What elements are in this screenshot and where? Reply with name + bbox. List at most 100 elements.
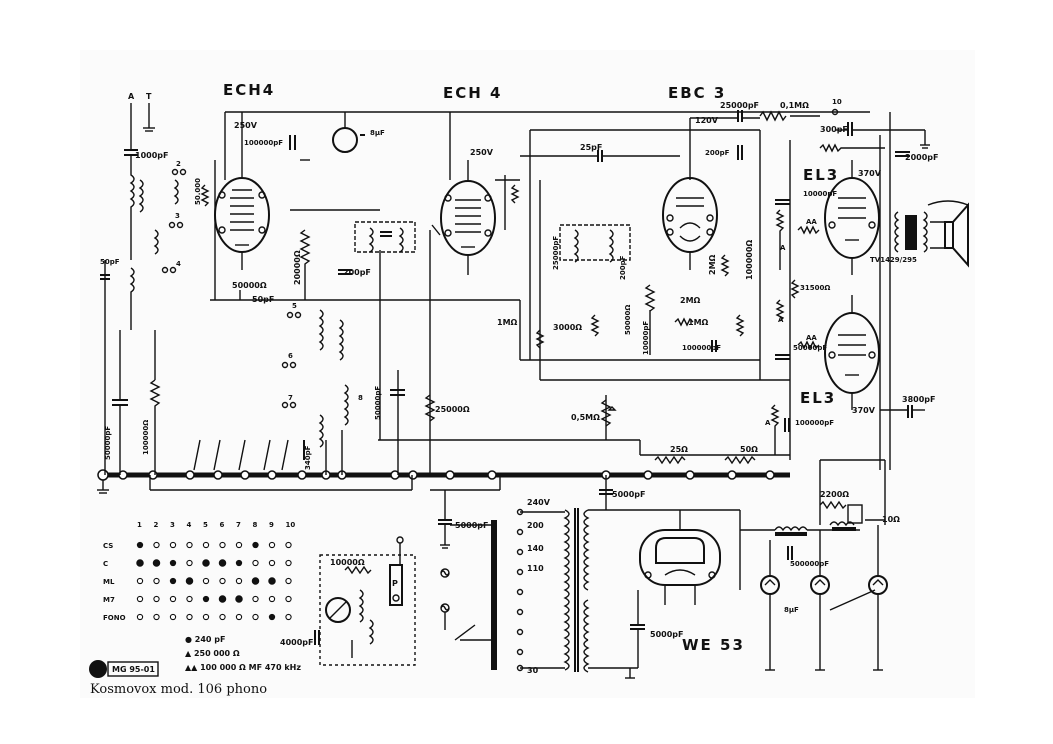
- tube-label-el3-bottom: EL3: [800, 389, 836, 407]
- switch-contact-marker: [202, 577, 210, 585]
- tube-label-el3-top: EL3: [803, 166, 839, 184]
- c-340pf-label: 340pF: [304, 445, 312, 470]
- tube-el3-bottom: AA 50000pF A A 100000pF 370V 3800pF: [765, 295, 935, 455]
- r-100000-label: 100000Ω: [745, 240, 754, 280]
- switch-contact-marker: [252, 595, 259, 603]
- switch-row-fono: FONO: [103, 614, 126, 622]
- c-10000pf-label: 10000pF: [803, 190, 837, 198]
- tube-ech4-2: 250V 25000Ω 50000pF 25pF: [374, 143, 680, 475]
- switch-column-9: 9: [269, 521, 274, 529]
- c-50000pf-label: 50000pF: [793, 344, 827, 352]
- switch-contact-marker: [202, 541, 210, 549]
- switch-contact-marker: [202, 595, 210, 603]
- switch-contact-marker: [285, 577, 292, 585]
- tap-240v-label: 240V: [527, 498, 551, 507]
- switch-contact-marker: [285, 541, 292, 549]
- switch-column-8: 8: [253, 521, 258, 529]
- svg-text:25000pF: 25000pF: [552, 236, 560, 270]
- switch-contact-marker: [136, 559, 144, 567]
- c-100000pf-el3-label: 100000pF: [795, 419, 834, 427]
- switch-column-10: 10: [286, 521, 296, 529]
- svg-text:A: A: [778, 316, 784, 324]
- switch-contact-marker: [186, 613, 193, 621]
- switch-contact-marker: [202, 613, 210, 621]
- switch-column-7: 7: [236, 521, 241, 529]
- switch-row-c: C: [103, 560, 108, 568]
- switch-contact-marker: [252, 541, 259, 549]
- r-10-label: 10Ω: [882, 515, 900, 524]
- c-2000pf-label: 2000pF: [905, 153, 938, 162]
- svg-text:6: 6: [288, 352, 293, 360]
- tap-140-label: 140: [527, 544, 544, 553]
- c-8uf-label: 8µF: [784, 606, 799, 614]
- switch-contact-marker: [153, 577, 160, 585]
- r-100000-left-label: 100000Ω: [142, 420, 150, 455]
- v-370v-bottom-label: 370V: [852, 406, 876, 415]
- svg-text:I: I: [92, 664, 96, 677]
- legend-item-3: ▲▲ 100 000 Ω MF 470 kHz: [185, 663, 301, 672]
- switch-contact-marker: [186, 541, 193, 549]
- r-25000-label: 25000Ω: [435, 405, 470, 414]
- svg-text:10: 10: [832, 98, 842, 106]
- antenna-input: A T 1000pF 50pF 50000pF 100000Ω: [100, 92, 168, 475]
- antenna-terminal-label: A: [128, 92, 135, 101]
- tube-label-ebc3: EBC 3: [668, 84, 726, 102]
- v-370v-top-label: 370V: [858, 169, 882, 178]
- bias-resistors: 25Ω 50Ω: [654, 445, 758, 465]
- switch-column-1: 1: [137, 521, 142, 529]
- switch-column-6: 6: [220, 521, 225, 529]
- c-8uf-top-label: 8µF: [370, 129, 385, 137]
- band-switch-contacts: 2 3 4 5 6 7 8 340pF: [153, 160, 363, 475]
- c-10000pf-mid-label: 10000pF: [642, 321, 650, 355]
- svg-text:A: A: [765, 419, 771, 427]
- svg-text:8: 8: [358, 394, 363, 402]
- switch-p-label: P: [392, 579, 398, 588]
- c-50pf-mid-label: 50pF: [252, 295, 274, 304]
- c-200pf-label: 200pF: [343, 268, 371, 277]
- svg-text:7: 7: [288, 394, 293, 402]
- r-50k-label: 50000Ω: [232, 281, 267, 290]
- svg-text:A: A: [780, 244, 786, 252]
- c-25pf-label: 25pF: [580, 143, 602, 152]
- tube-we53: [639, 510, 721, 605]
- c-3800pf-label: 3800pF: [902, 395, 935, 404]
- switch-contact-marker: [153, 613, 160, 621]
- c-100000pf-top-label: 100000pF: [244, 139, 283, 147]
- legend: ● 240 pF ▲ 250 000 Ω ▲▲ 100 000 Ω MF 470…: [185, 635, 301, 672]
- v-120v-label: 120V: [695, 116, 719, 125]
- switch-contact-marker: [202, 559, 210, 567]
- switch-column-2: 2: [154, 521, 159, 529]
- ground-bus: [97, 469, 790, 494]
- r-2m-b-label: 2MΩ: [708, 254, 717, 275]
- c-50000pf-v-label: 50000pF: [374, 386, 382, 420]
- c-4000pf-label: 4000pF: [280, 638, 313, 647]
- switch-contact-marker: [136, 541, 144, 549]
- c-25000pf-label: 25000pF: [720, 101, 759, 110]
- c-5000pf-bottom-label: 5000pF: [650, 630, 683, 639]
- svg-text:50.000: 50.000: [194, 178, 202, 205]
- svg-text:2: 2: [176, 160, 181, 168]
- v-250v-1-label: 250V: [234, 121, 258, 130]
- switch-contact-marker: [235, 595, 243, 603]
- switch-contact-marker: [186, 595, 193, 603]
- if-transformer-1: [354, 221, 416, 253]
- r-2200-label: 2200Ω: [820, 490, 849, 499]
- earth-terminal-label: T: [146, 92, 152, 101]
- c-1000pf-label: 1000pF: [135, 151, 168, 160]
- switch-contact-marker: [235, 559, 243, 567]
- switch-contact-marker: [235, 613, 243, 621]
- tube-el3-top: 370V 10000pF AA A 31500Ω 300pF 2000pF: [775, 122, 938, 299]
- power-supply: 5000pF 5000pF 240V 200 140 110 30: [438, 489, 741, 679]
- tap-30-label: 30: [527, 666, 539, 675]
- switch-contact-marker: [153, 595, 160, 603]
- scan-area: [80, 50, 975, 698]
- pot-0-5m-label: 0,5MΩ: [571, 413, 600, 422]
- switch-contact-marker: [268, 595, 276, 603]
- switch-contact-marker: [153, 541, 160, 549]
- switch-row-m7: M7: [103, 596, 115, 604]
- switch-contact-marker: [235, 577, 243, 585]
- speaker-icon: [927, 200, 969, 268]
- stamp-logo: I MG 95-01: [89, 660, 159, 678]
